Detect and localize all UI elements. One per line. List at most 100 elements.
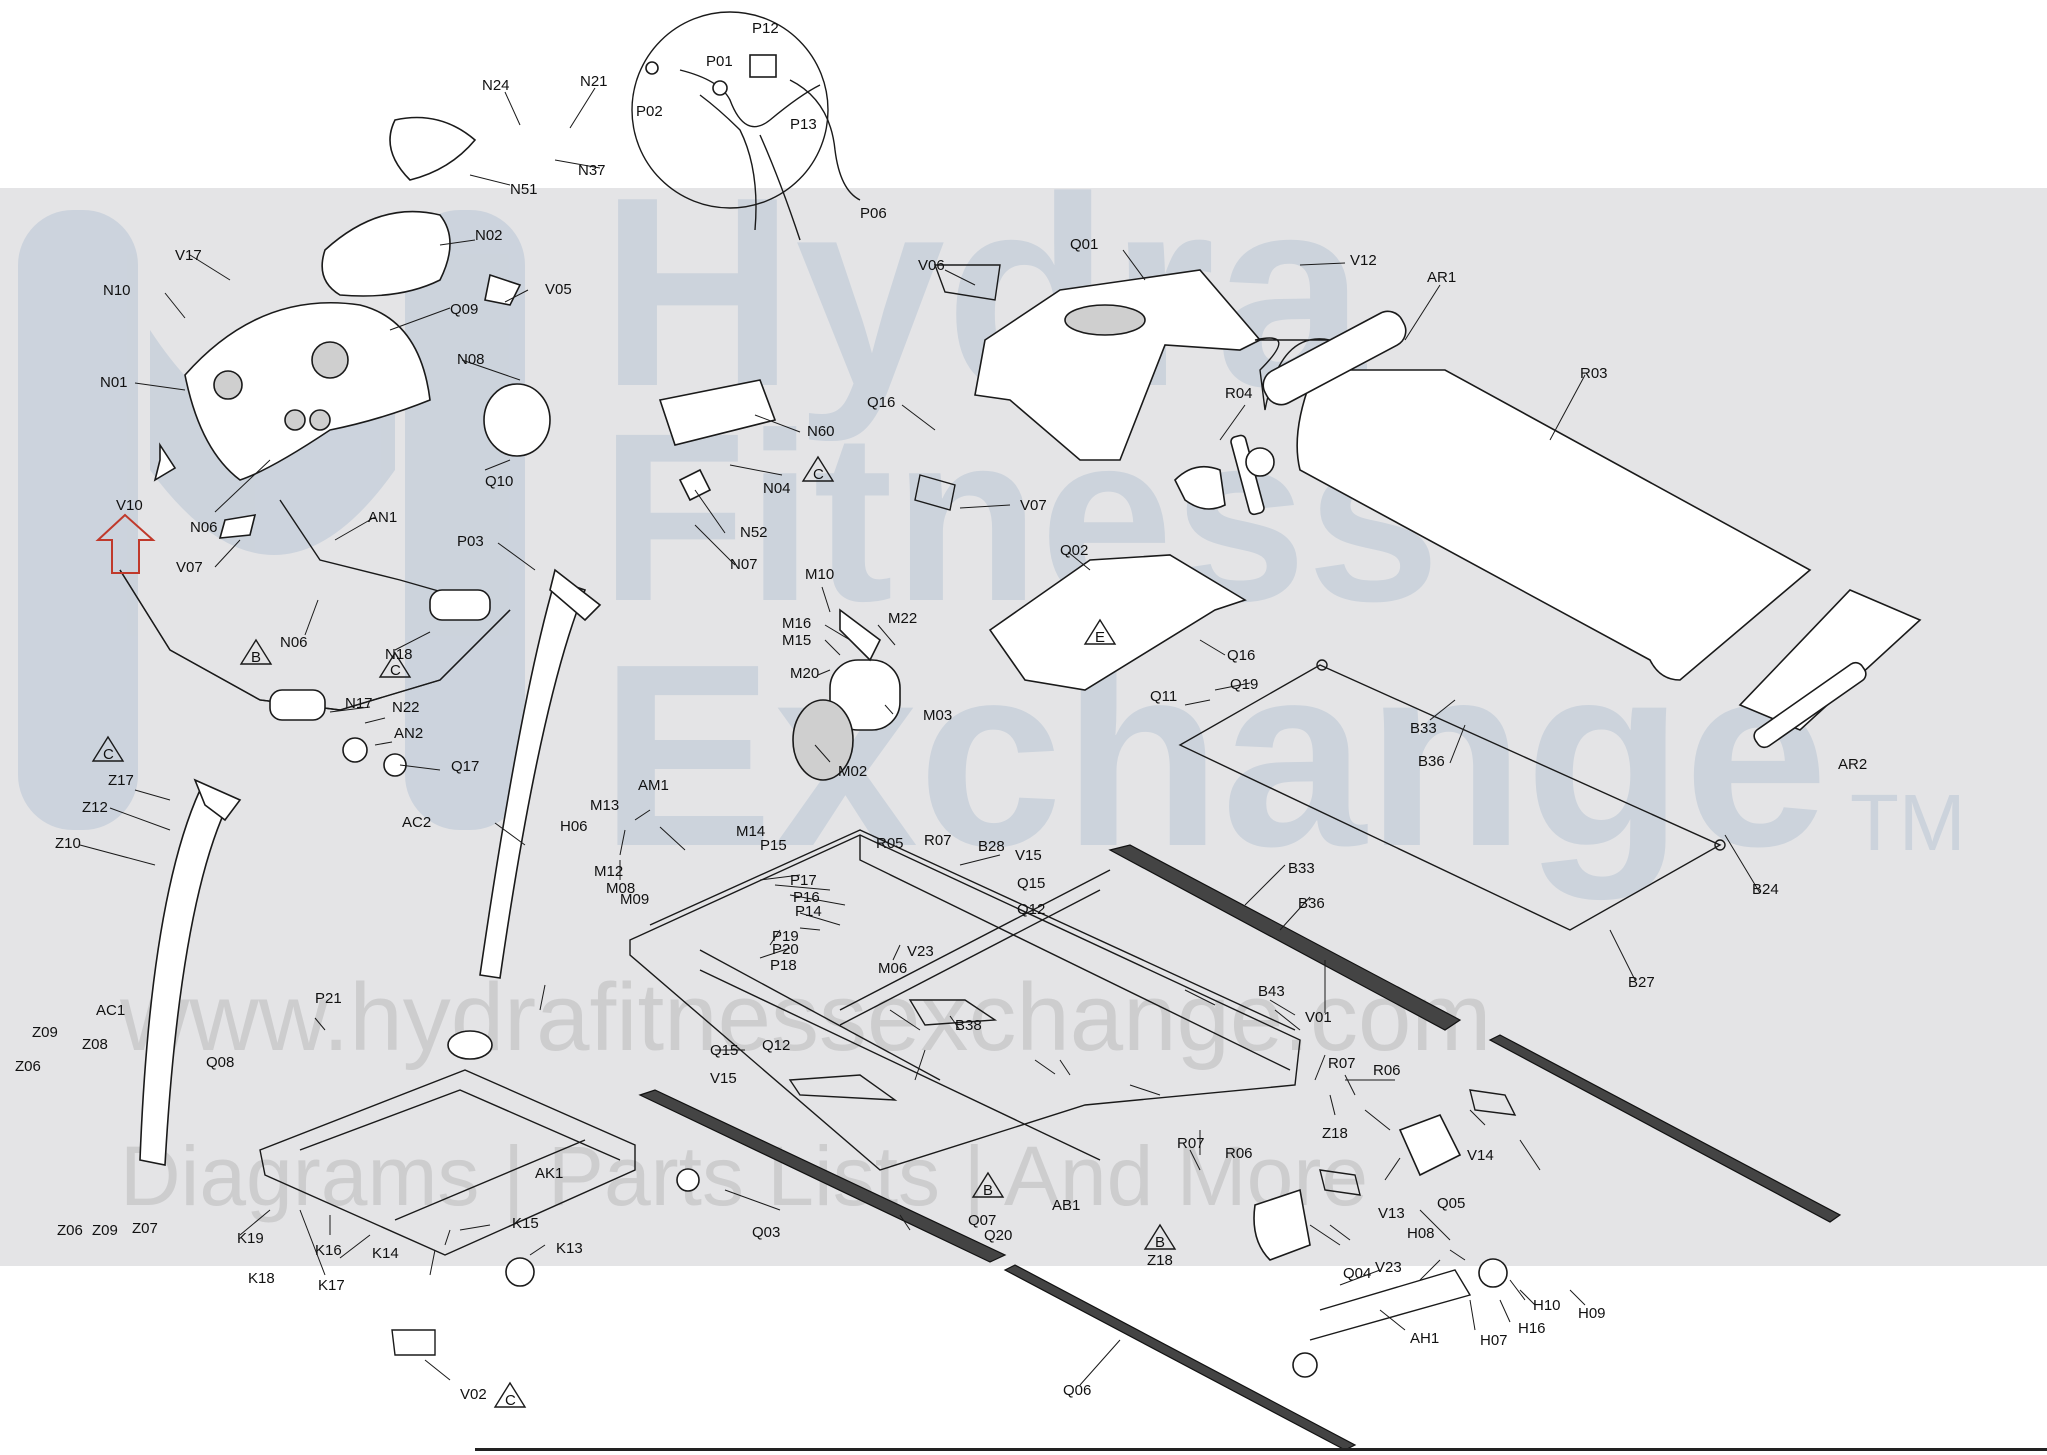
label-M08: M08 — [606, 880, 635, 897]
svg-text:C: C — [103, 746, 114, 763]
label-V13: V13 — [1378, 1205, 1405, 1222]
label-AN2: AN2 — [394, 725, 423, 742]
svg-text:C: C — [390, 662, 401, 679]
label-H09: H09 — [1578, 1305, 1606, 1322]
label-V23-a: V23 — [907, 943, 934, 960]
label-K13: K13 — [556, 1240, 583, 1257]
label-N22: N22 — [392, 699, 420, 716]
label-Q01: Q01 — [1070, 236, 1098, 253]
label-P17: P17 — [790, 872, 817, 889]
label-AN1: AN1 — [368, 509, 397, 526]
label-K17: K17 — [318, 1277, 345, 1294]
label-Z06-a: Z06 — [15, 1058, 41, 1075]
label-P14: P14 — [795, 903, 822, 920]
label-Q15-a: Q15 — [1017, 875, 1045, 892]
label-N07: N07 — [730, 556, 758, 573]
label-R04: R04 — [1225, 385, 1253, 402]
label-R05: R05 — [876, 835, 904, 852]
label-P02: P02 — [636, 103, 663, 120]
label-AH1: AH1 — [1410, 1330, 1439, 1347]
label-N60: N60 — [807, 423, 835, 440]
label-P20: P20 — [772, 941, 799, 958]
motor-cover — [974, 269, 1331, 516]
label-V06: V06 — [918, 257, 945, 274]
label-M15: M15 — [782, 632, 811, 649]
svg-text:C: C — [813, 466, 824, 483]
label-V17: V17 — [175, 247, 202, 264]
label-K14: K14 — [372, 1245, 399, 1262]
label-P01: P01 — [706, 53, 733, 70]
label-Z08: Z08 — [82, 1036, 108, 1053]
part-labels: N24 N21 N37 N51 P12 P01 P02 P13 P06 N02 … — [15, 20, 1867, 1403]
label-P13: P13 — [790, 116, 817, 133]
label-M22: M22 — [888, 610, 917, 627]
label-K18: K18 — [248, 1270, 275, 1287]
label-M16: M16 — [782, 615, 811, 632]
label-B28: B28 — [978, 838, 1005, 855]
label-Q09: Q09 — [450, 301, 478, 318]
label-Q11: Q11 — [1150, 688, 1177, 705]
side-rails — [638, 844, 1842, 1451]
warning-arrow-v10 — [95, 513, 156, 574]
label-Z12: Z12 — [82, 799, 108, 816]
label-B33-a: B33 — [1410, 720, 1437, 737]
svg-text:B: B — [983, 1182, 993, 1199]
label-AK1: AK1 — [535, 1165, 563, 1182]
label-Q05: Q05 — [1437, 1195, 1465, 1212]
label-H10: H10 — [1533, 1297, 1561, 1314]
label-V01: V01 — [1305, 1009, 1332, 1026]
label-R07-a: R07 — [924, 832, 952, 849]
watermark-url: www.hydrafitnessexchange.com — [119, 964, 1491, 1071]
label-K19: K19 — [237, 1230, 264, 1247]
label-Q17: Q17 — [451, 758, 479, 775]
label-V07-a: V07 — [176, 559, 203, 576]
console-assembly — [153, 116, 551, 539]
label-P19: P19 — [772, 928, 799, 945]
label-M09: M09 — [620, 891, 649, 908]
label-Q03: Q03 — [752, 1224, 780, 1241]
label-P16: P16 — [793, 889, 820, 906]
label-Q10: Q10 — [485, 473, 513, 490]
label-Q12-a: Q12 — [1017, 901, 1045, 918]
label-Q07: Q07 — [968, 1212, 996, 1229]
label-R07-c: R07 — [1177, 1135, 1205, 1152]
label-N18: N18 — [385, 646, 413, 663]
label-R06-b: R06 — [1225, 1145, 1253, 1162]
label-R03: R03 — [1580, 365, 1608, 382]
label-AC1: AC1 — [96, 1002, 125, 1019]
label-M13: M13 — [590, 797, 619, 814]
label-AM1: AM1 — [638, 777, 669, 794]
label-N52: N52 — [740, 524, 768, 541]
label-Z07: Z07 — [132, 1220, 158, 1237]
handrail-assembly — [119, 499, 511, 777]
label-N17: N17 — [345, 695, 373, 712]
label-N24: N24 — [482, 77, 510, 94]
label-Q02: Q02 — [1060, 542, 1088, 559]
upright-left — [139, 778, 242, 1166]
label-Q08: Q08 — [206, 1054, 234, 1071]
incline-motor — [1253, 1113, 1462, 1261]
label-N06-b: N06 — [280, 634, 308, 651]
label-H07: H07 — [1480, 1332, 1508, 1349]
svg-text:B: B — [1155, 1234, 1165, 1251]
upright-right — [479, 568, 602, 979]
label-H08: H08 — [1407, 1225, 1435, 1242]
label-R07-b: R07 — [1328, 1055, 1356, 1072]
label-Z18-a: Z18 — [1322, 1125, 1348, 1142]
label-Z06-b: Z06 — [57, 1222, 83, 1239]
label-V15-b: V15 — [710, 1070, 737, 1087]
label-V23-b: V23 — [1375, 1259, 1402, 1276]
watermark-tm: TM — [1850, 778, 1966, 867]
label-N08: N08 — [457, 351, 485, 368]
bottom-rule — [475, 1448, 2047, 1451]
label-H06: H06 — [560, 818, 588, 835]
running-deck — [1245, 310, 1922, 749]
label-N37: N37 — [578, 162, 606, 179]
label-N51: N51 — [510, 181, 538, 198]
label-Z17: Z17 — [108, 772, 134, 789]
label-B27: B27 — [1628, 974, 1655, 991]
label-AR1: AR1 — [1427, 269, 1456, 286]
label-B36-b: B36 — [1298, 895, 1325, 912]
label-V14: V14 — [1467, 1147, 1494, 1164]
label-Q19: Q19 — [1230, 676, 1258, 693]
